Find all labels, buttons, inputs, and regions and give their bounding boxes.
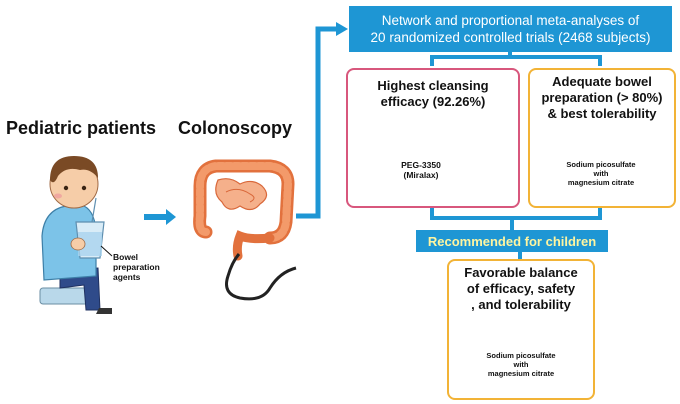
picosulfate-card: Adequate bowel preparation (> 80%) & bes… [528,68,676,208]
card-heading-line: of efficacy, safety [466,281,576,296]
card-heading-line: preparation (> 80%) [541,90,663,105]
bottle-label-line: (Miralax) [403,170,439,180]
bottle-label-line: with [513,360,529,369]
bowel-label-line: preparation [113,262,160,272]
bottle-label-line: Sodium picosulfate [486,351,556,360]
picosulfate-card-heading: Adequate bowel preparation (> 80%) & bes… [530,74,674,122]
header-line: Network and proportional meta-analyses o… [381,13,640,28]
peg-card: Highest cleansing efficacy (92.26%) [346,68,520,208]
child-illustration [39,156,113,314]
recommended-banner: Recommended for children [416,230,608,252]
picosulfate-bottle-label-bottom: Sodium picosulfate with magnesium citrat… [484,351,558,378]
bowel-preparation-agents-label: Bowel preparation agents [113,252,160,282]
card-heading-line: Adequate bowel [552,74,652,89]
recommended-card: Favorable balance of efficacy, safety , … [447,259,595,400]
bottle-label-line: Sodium picosulfate [566,160,636,169]
connector-cards-to-recommended [430,208,602,259]
connector-header-to-cards [430,52,602,66]
pediatric-patients-label: Pediatric patients [6,118,157,138]
arrow-to-colonoscopy [144,209,176,225]
bottle-label-line: magnesium citrate [487,369,555,378]
card-heading-line: & best tolerability [547,106,657,121]
card-heading-line: efficacy (92.26%) [380,94,486,109]
header-line: 20 randomized controlled trials (2468 su… [370,30,651,45]
peg-card-heading: Highest cleansing efficacy (92.26%) [348,78,518,110]
colon-illustration [193,159,297,301]
card-heading-line: , and tolerability [471,297,571,312]
card-heading-line: Favorable balance [464,265,578,280]
meta-analysis-header: Network and proportional meta-analyses o… [349,6,672,52]
colonoscopy-label: Colonoscopy [178,118,293,138]
arrow-to-header [296,22,348,219]
picosulfate-bottle-label-right: Sodium picosulfate with magnesium citrat… [566,160,636,187]
bowel-label-line: agents [113,272,141,282]
bottle-label-line: magnesium citrate [567,178,635,187]
card-heading-line: Highest cleansing [377,78,489,93]
bottle-label-line: with [593,169,609,178]
bottle-label-line: PEG-3350 [401,160,441,170]
peg-bottle-label: PEG-3350 (Miralax) [392,160,450,180]
bowel-label-line: Bowel [113,252,139,262]
recommended-card-heading: Favorable balance of efficacy, safety , … [449,265,593,313]
